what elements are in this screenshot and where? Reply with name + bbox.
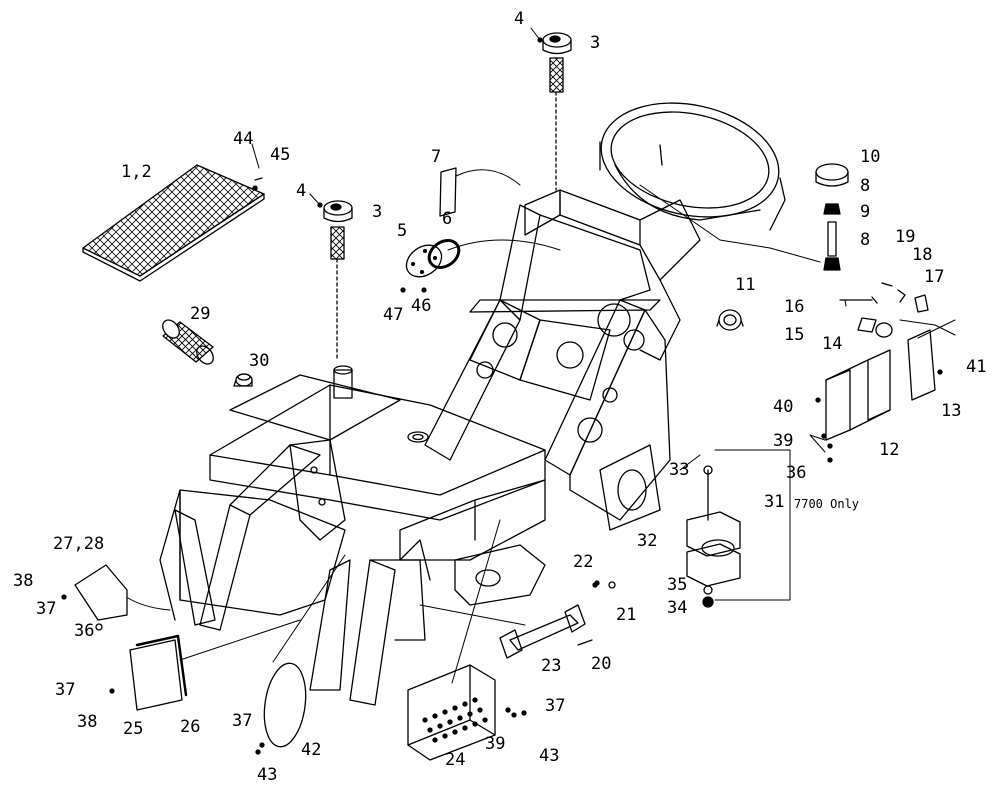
- callout-26: 26: [180, 717, 201, 737]
- callout-18: 18: [912, 245, 933, 265]
- callout-3-left: 3: [372, 202, 383, 222]
- callout-31: 31: [764, 492, 785, 512]
- callout-46: 46: [411, 296, 432, 316]
- callout-42: 42: [301, 740, 322, 760]
- callout-22: 22: [573, 552, 594, 572]
- callout-41: 41: [966, 357, 987, 377]
- callout-44: 44: [233, 129, 254, 149]
- callout-33: 33: [669, 460, 690, 480]
- callout-7: 7: [431, 147, 442, 167]
- leader-lines: [127, 184, 956, 684]
- callout-39-right: 39: [773, 431, 794, 451]
- callout-29: 29: [190, 304, 211, 324]
- callout-37-lower: 37: [55, 680, 76, 700]
- callout-13: 13: [941, 401, 962, 421]
- callout-4-left: 4: [296, 181, 307, 201]
- callout-47: 47: [383, 305, 404, 325]
- callout-21: 21: [616, 605, 637, 625]
- fuel-cap-top: [542, 32, 572, 191]
- strap: [439, 167, 457, 217]
- hand-grip: [162, 319, 214, 365]
- step-box: [407, 664, 496, 761]
- callout-35: 35: [667, 575, 688, 595]
- main-frame: [159, 189, 701, 706]
- callout-3-top: 3: [590, 33, 601, 53]
- fuel-tank-ring: [599, 102, 786, 231]
- callout-19: 19: [895, 227, 916, 247]
- callout-16: 16: [784, 297, 805, 317]
- hardware: [61, 37, 943, 761]
- callout-10: 10: [860, 147, 881, 167]
- cover-plate: [405, 244, 443, 278]
- callout-15: 15: [784, 325, 805, 345]
- callout-11: 11: [735, 275, 756, 295]
- callout-1-2: 1,2: [121, 162, 152, 182]
- callout-5: 5: [397, 221, 408, 241]
- callout-39-bottom: 39: [485, 734, 506, 754]
- callout-34: 34: [667, 598, 688, 618]
- callout-23: 23: [541, 656, 562, 676]
- callout-12: 12: [879, 440, 900, 460]
- callout-9: 9: [860, 202, 871, 222]
- callout-38-lower: 38: [77, 712, 98, 732]
- callout-20: 20: [591, 654, 612, 674]
- callout-45: 45: [270, 145, 291, 165]
- callout-30: 30: [249, 351, 270, 371]
- fuel-cap-left: [323, 200, 353, 361]
- callout-43-right: 43: [539, 746, 560, 766]
- callout-32: 32: [637, 531, 658, 551]
- callout-4-top: 4: [514, 9, 525, 29]
- callout-40: 40: [773, 397, 794, 417]
- callout-37-upper: 37: [36, 599, 57, 619]
- callout-8-lower: 8: [860, 230, 871, 250]
- callout-24: 24: [445, 750, 466, 770]
- callout-8-upper: 8: [860, 176, 871, 196]
- callout-14: 14: [822, 334, 843, 354]
- model-note: 7700 Only: [794, 497, 860, 511]
- callout-6: 6: [442, 209, 453, 229]
- callout-37-right: 37: [545, 696, 566, 716]
- callout-37-bottom: 37: [232, 711, 253, 731]
- callout-38-upper: 38: [13, 571, 34, 591]
- gasket: [427, 239, 461, 269]
- callout-17: 17: [924, 267, 945, 287]
- callout-27-28: 27,28: [53, 534, 105, 554]
- clamp: [233, 373, 253, 387]
- callout-36-left: 36: [74, 621, 95, 641]
- callout-43-left: 43: [257, 765, 278, 785]
- callout-36-right: 36: [786, 463, 807, 483]
- callout-25: 25: [123, 719, 144, 739]
